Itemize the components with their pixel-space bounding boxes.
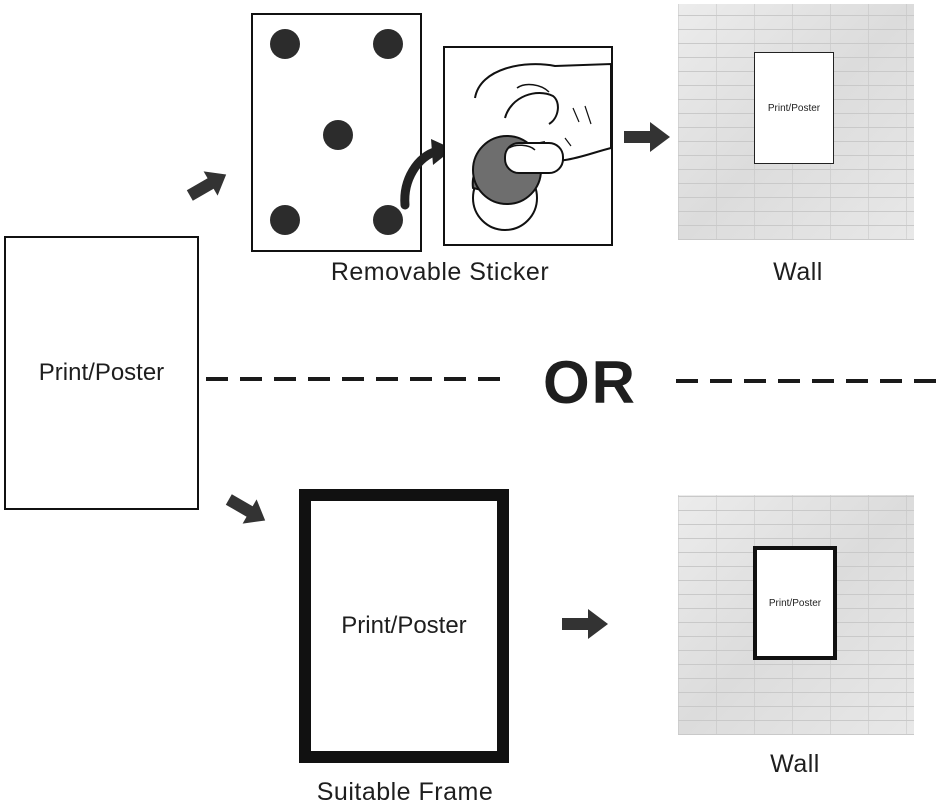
arrow-icon [624, 122, 670, 152]
or-separator-text: OR [543, 349, 637, 416]
separator-dash [206, 377, 228, 381]
arrow-icon [186, 171, 227, 201]
wall-poster-label: Print/Poster [767, 102, 821, 114]
sticker-dot [270, 205, 300, 235]
separator-dash [240, 377, 262, 381]
suitable-frame-caption: Suitable Frame [316, 778, 494, 805]
main-poster: Print/Poster [4, 236, 199, 510]
separator-dash [376, 377, 398, 381]
separator-dash [274, 377, 296, 381]
separator-dash [846, 379, 868, 383]
sticker-dot [323, 120, 353, 150]
sticker-dot [373, 205, 403, 235]
bottom-wall-caption: Wall [770, 750, 820, 778]
separator-dash [676, 379, 698, 383]
separator-dash [880, 379, 902, 383]
separator-dash [308, 377, 330, 381]
wall-with-framed-poster: Print/Poster [678, 495, 914, 735]
removable-sticker-caption: Removable Sticker [330, 258, 550, 286]
top-wall-caption: Wall [773, 258, 823, 286]
suitable-frame: Print/Poster [299, 489, 509, 763]
framed-wall-poster: Print/Poster [753, 546, 837, 660]
separator-dash [812, 379, 834, 383]
arrow-icon [562, 609, 608, 639]
separator-dash [744, 379, 766, 383]
main-poster-label: Print/Poster [38, 359, 165, 386]
wall-with-sticker-poster: Print/Poster [678, 4, 914, 240]
sticker-sheet [251, 13, 422, 252]
separator-dash [478, 377, 500, 381]
sticker-dot [270, 29, 300, 59]
separator-dash [710, 379, 732, 383]
separator-dash [778, 379, 800, 383]
hand-peeling-sticker-icon [471, 62, 612, 231]
frame-poster-label: Print/Poster [341, 612, 467, 639]
separator-dash [914, 379, 936, 383]
separator-dash [444, 377, 466, 381]
wall-poster: Print/Poster [754, 52, 834, 164]
framed-wall-poster-label: Print/Poster [768, 597, 822, 609]
arrow-icon [225, 494, 266, 524]
curved-arrow-icon [400, 139, 453, 210]
separator-dash [342, 377, 364, 381]
sticker-dot [373, 29, 403, 59]
peeling-sticker-panel [443, 46, 613, 246]
separator-dash [410, 377, 432, 381]
